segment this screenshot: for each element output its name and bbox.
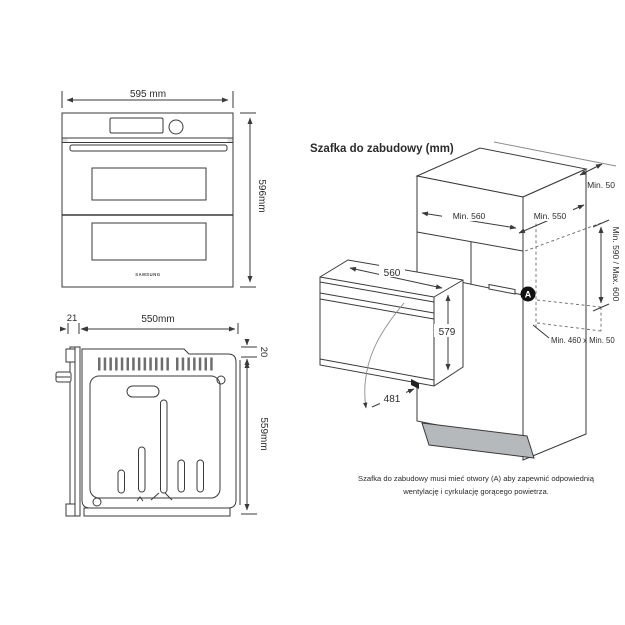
- oven-display: [109, 117, 164, 134]
- oven-foot: [411, 379, 419, 389]
- panel-slot: [196, 459, 204, 493]
- back-clearance-label: Min. 50: [587, 180, 615, 190]
- oven-iso-outline: [319, 259, 464, 387]
- oven-height-label: 579: [439, 327, 456, 338]
- panel-trim: [61, 137, 234, 143]
- niche-vent-slot: [488, 283, 516, 295]
- oven-handle: [69, 144, 228, 152]
- front-height-label: 596mm: [256, 179, 267, 212]
- frame-bottom-cap: [65, 503, 76, 517]
- caption-line-1: Szafka do zabudowy musi mieć otwory (A) …: [358, 474, 595, 483]
- cabinet-plinth: [421, 422, 535, 459]
- vent-opening-label: Min. 460 x Min. 50: [551, 336, 615, 345]
- front-width-label: 595 mm: [130, 89, 166, 100]
- oven-width-label: 560: [384, 268, 401, 279]
- frame-top-cap: [65, 348, 76, 363]
- niche-width-label: Min. 560: [453, 211, 486, 221]
- body-outline: [81, 348, 237, 509]
- trim-endcap-right: [227, 138, 233, 142]
- oval-emboss: [126, 385, 160, 398]
- oven-top-view: 21 550mm 20: [55, 313, 269, 517]
- wall-line: [493, 141, 617, 167]
- niche-height-label: Min. 590 / Max. 600: [611, 227, 621, 302]
- oven-iso-handle: [319, 281, 435, 320]
- vent-marker-letter: A: [525, 290, 532, 300]
- oven-front-view: 595 mm SAMSUNG 596mm: [61, 89, 267, 288]
- panel-slot: [177, 459, 185, 493]
- bottom-flange: [83, 507, 231, 517]
- oven-iso-door-seam: [319, 358, 435, 381]
- trim-endcap-left: [62, 138, 68, 142]
- caption-line-2: wentylację i cyrkulację gorącego powietr…: [402, 487, 549, 496]
- door-open-label: 481: [384, 394, 401, 405]
- panel-slot: [160, 399, 168, 494]
- front-frame-depth-label: 21: [67, 313, 78, 324]
- door-swing-arc: [362, 302, 405, 409]
- niche-depth-label: Min. 550: [534, 211, 567, 221]
- cabinet-view-title: Szafka do zabudowy (mm): [310, 143, 454, 155]
- panel-slot: [138, 446, 146, 493]
- cabinet-cutout-view: Szafka do zabudowy (mm) Min. 50 Min. 560…: [310, 141, 621, 496]
- inner-panel: [89, 375, 221, 499]
- body-depth-label: 550mm: [141, 314, 174, 325]
- upper-door-window: [91, 167, 207, 201]
- top-offset-label: 20: [258, 347, 269, 358]
- panel-slot: [117, 469, 125, 494]
- body-height-label: 559mm: [258, 417, 269, 450]
- screw-hole-top: [216, 375, 226, 385]
- brand-logo-text: SAMSUNG: [135, 272, 161, 277]
- screw-hole-bottom: [92, 497, 102, 507]
- lower-door-window: [91, 222, 207, 261]
- oven-knob: [168, 119, 184, 135]
- vent-marker-badge: [520, 286, 536, 302]
